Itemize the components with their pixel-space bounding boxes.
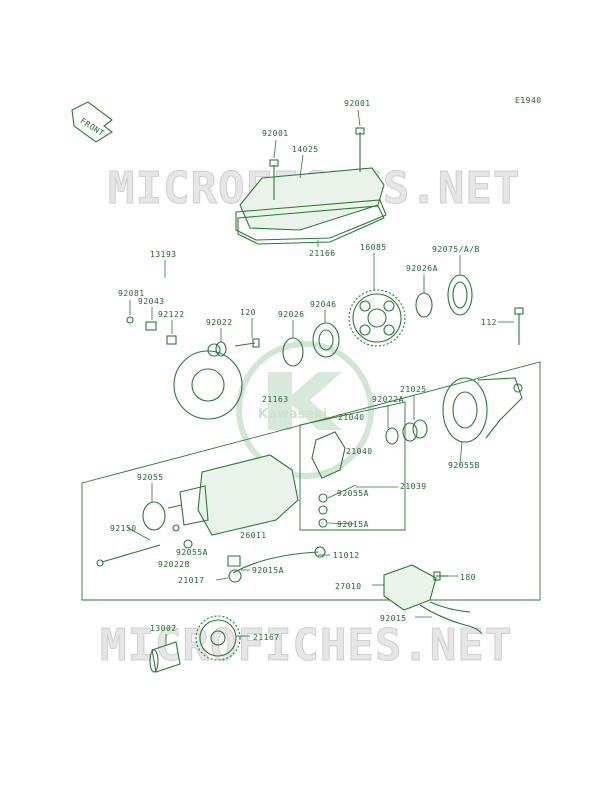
brush-holder-frame bbox=[299, 401, 406, 531]
part-label: 92015A bbox=[337, 520, 369, 529]
part-label: 92026A bbox=[406, 264, 438, 273]
part-label: 21040 bbox=[338, 413, 365, 422]
part-label: 92022B bbox=[158, 560, 190, 569]
o-ring-92055 bbox=[142, 501, 166, 531]
cable-26011 bbox=[227, 546, 326, 583]
washer-92026a bbox=[415, 292, 433, 318]
part-label: 21040 bbox=[346, 447, 373, 456]
o-ring-92055a-lower bbox=[183, 539, 193, 549]
part-label: 92022 bbox=[206, 318, 233, 327]
part-label: 21167 bbox=[253, 633, 280, 642]
front-label: FRONT bbox=[79, 116, 106, 138]
part-label: 92150 bbox=[110, 524, 137, 533]
part-label: 26011 bbox=[240, 531, 267, 540]
part-label: 21163 bbox=[262, 395, 289, 404]
gear-16085 bbox=[348, 289, 406, 347]
part-label: 92026 bbox=[278, 310, 305, 319]
part-label: 13193 bbox=[150, 250, 177, 259]
part-label: 92055A bbox=[337, 489, 369, 498]
part-label: 92055 bbox=[137, 473, 164, 482]
part-label: 21039 bbox=[400, 482, 427, 491]
cover-assembly bbox=[235, 127, 387, 245]
washer-92022b bbox=[172, 524, 180, 532]
part-label: 120 bbox=[240, 308, 256, 317]
seal-92075 bbox=[447, 274, 473, 316]
part-label: 92075/A/B bbox=[432, 245, 480, 254]
part-label: 13002 bbox=[150, 624, 177, 633]
leader-lines bbox=[127, 109, 514, 645]
part-label: 14025 bbox=[292, 145, 319, 154]
part-label: 180 bbox=[460, 573, 476, 582]
bearing-92046 bbox=[312, 322, 340, 358]
diagram-code: E1940 bbox=[515, 96, 542, 105]
part-label: 21017 bbox=[178, 576, 205, 585]
kawasaki-logo: Kawasaki bbox=[236, 341, 374, 479]
bolt-112 bbox=[514, 307, 524, 345]
part-label: 92022A bbox=[372, 395, 404, 404]
part-label: 92046 bbox=[310, 300, 337, 309]
relay-27010 bbox=[383, 564, 483, 635]
starter-clutch-13193 bbox=[126, 316, 243, 420]
part-label: 16085 bbox=[360, 243, 387, 252]
gear-21167 bbox=[195, 615, 241, 661]
front-arrow-icon: FRONT bbox=[71, 101, 113, 143]
part-label: 92015A bbox=[252, 566, 284, 575]
part-labels: 92001 92001 14025 21166 13193 92081 9204… bbox=[110, 99, 497, 642]
part-label: 11012 bbox=[333, 551, 360, 560]
part-label: 21166 bbox=[309, 249, 336, 258]
watermark-bottom: MICROFICHES.NET bbox=[100, 620, 512, 671]
sleeve-13002 bbox=[149, 641, 181, 673]
brush-holder-21040 bbox=[311, 431, 346, 528]
end-cover-21025 bbox=[442, 377, 523, 443]
logo-text: Kawasaki bbox=[258, 407, 327, 422]
bolt-120 bbox=[234, 338, 260, 348]
brush-spring-21025 bbox=[385, 419, 428, 445]
part-label: 92122 bbox=[158, 310, 185, 319]
part-label: 27010 bbox=[335, 582, 362, 591]
starter-motor-21163 bbox=[167, 454, 299, 536]
part-label: 21025 bbox=[400, 385, 427, 394]
assembly-frame bbox=[81, 361, 541, 601]
part-label: 112 bbox=[481, 318, 497, 327]
part-label: 92081 bbox=[118, 289, 145, 298]
through-bolt-92150 bbox=[96, 544, 161, 567]
part-label: 92001 bbox=[262, 129, 289, 138]
part-label: 92055B bbox=[448, 461, 480, 470]
part-label: 92043 bbox=[138, 297, 165, 306]
part-label: 92001 bbox=[344, 99, 371, 108]
part-label: 92015 bbox=[380, 614, 407, 623]
part-label: 92055A bbox=[176, 548, 208, 557]
